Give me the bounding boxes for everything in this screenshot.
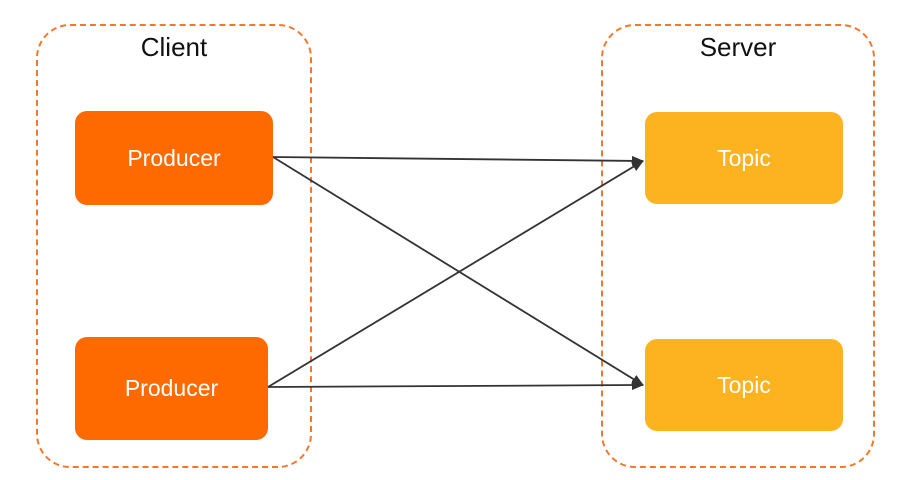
topic-label: Topic: [717, 371, 771, 398]
topic-node-2[interactable]: Topic: [645, 339, 843, 431]
arrow-producer1-topic1: [272, 155, 644, 166]
arrow-producer1-topic2: [272, 156, 644, 386]
producer-label: Producer: [127, 144, 221, 171]
producer-label: Producer: [124, 375, 219, 401]
arrow-producer2-topic1: [267, 160, 644, 388]
arrow-producer2-topic2: [267, 380, 644, 391]
client-group: Client: [36, 24, 312, 468]
server-group: Server: [601, 24, 875, 468]
client-title: Client: [140, 32, 208, 62]
topic-node-1[interactable]: Topic: [645, 112, 843, 204]
producer-node-2[interactable]: Producer: [75, 337, 268, 440]
topic-label: Topic: [717, 144, 771, 171]
producer-node-1[interactable]: Producer: [75, 111, 273, 205]
server-title: Server: [699, 32, 777, 62]
